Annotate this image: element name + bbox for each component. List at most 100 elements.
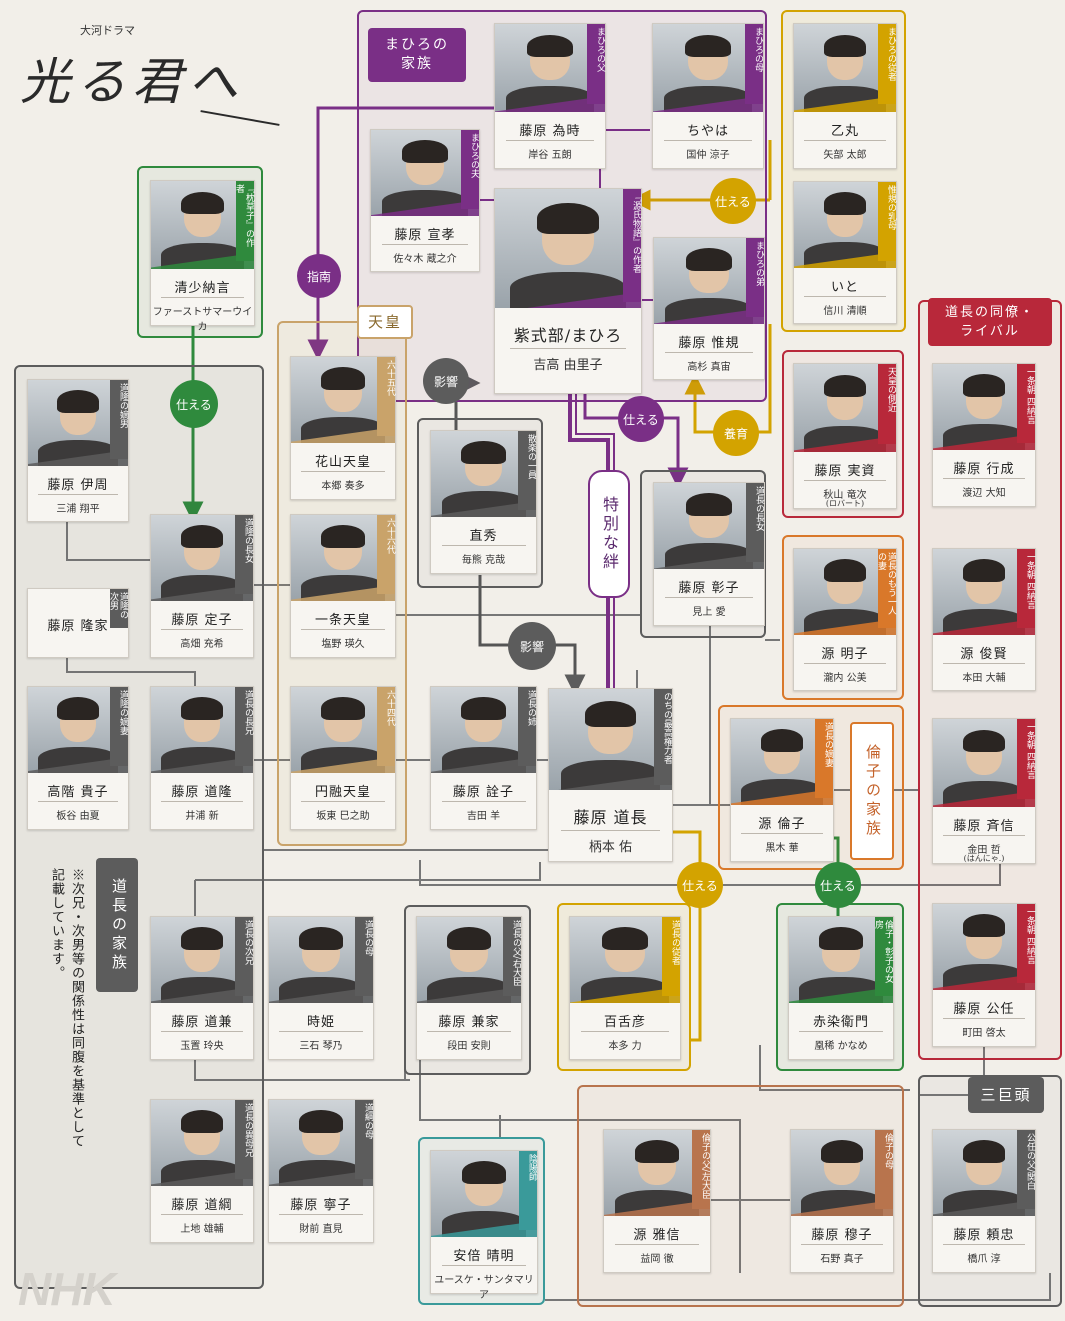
role-tag: のちの最高権力者: [654, 689, 672, 785]
portrait: [570, 917, 680, 1003]
character-card-bokushi: 藤原 穆子石野 真子倫子の母: [790, 1129, 894, 1273]
character-name: 藤原 定子: [171, 613, 233, 628]
actor-name: 町田 啓太: [962, 1028, 1006, 1039]
actor-name: 高杉 真宙: [687, 362, 731, 373]
character-card-kazan: 花山天皇本郷 奏多 六十五代: [290, 356, 396, 500]
character-name: 藤原 彰子: [678, 581, 740, 596]
role-tag: 六十五代: [377, 357, 395, 437]
actor-name: 三石 琴乃: [299, 1041, 343, 1052]
actor-name: 佐々木 蔵之介: [393, 254, 457, 265]
character-card-tadanobu: 藤原 斉信金田 哲(はんにゃ.)一条朝 四納言: [932, 718, 1036, 864]
role-tag: 道長の母: [355, 917, 373, 997]
character-card-otomaru: 乙丸矢部 太郎まひろの従者: [793, 23, 897, 169]
character-card-korechika: 藤原 伊周三浦 翔平 道隆の嫡男: [27, 379, 129, 522]
character-card-chiyaha: ちやは国仲 涼子まひろの母: [652, 23, 764, 169]
role-tag: 道綱の母: [355, 1100, 373, 1180]
character-name: 藤原 伊周: [47, 478, 109, 493]
group-label-rinshi-family: 倫子の家族: [850, 722, 894, 860]
nhk-logo: NHK: [18, 1263, 116, 1315]
family-line: [759, 1045, 910, 1091]
character-card-yukinari: 藤原 行成渡辺 大知一条朝 四納言: [932, 363, 1036, 507]
role-tag: 道隆の嫡妻: [110, 687, 128, 767]
character-card-nobunori: 藤原 惟規高杉 真宙まひろの弟: [653, 237, 765, 380]
role-tag: 倫子の父/左大臣: [692, 1130, 710, 1210]
character-name: 藤原 公任: [953, 1002, 1015, 1017]
character-name: 藤原 道兼: [171, 1015, 233, 1030]
family-line: [195, 862, 541, 881]
actor-name: 柄本 佑: [588, 840, 633, 855]
character-name: 藤原 寧子: [290, 1198, 352, 1213]
actor-name: 坂東 巳之助: [316, 811, 370, 822]
label-tsukaeru-momo: 仕える: [677, 862, 723, 908]
character-card-naohide: 直秀毎熊 克哉散楽の一員: [430, 430, 537, 574]
actor-name: 信川 清順: [823, 306, 867, 317]
character-card-tametoki: 藤原 為時岸谷 五朗まひろの父: [494, 23, 606, 169]
character-card-enyu: 円融天皇坂東 巳之助 六十四代: [290, 686, 396, 830]
actor-name: 玉置 玲央: [180, 1041, 224, 1052]
character-card-yoritada: 藤原 頼忠橋爪 淳公任の父/関白: [932, 1129, 1036, 1273]
role-tag: 六十六代: [377, 515, 395, 595]
role-tag: 道長の次兄: [235, 917, 253, 997]
character-card-shoshi: 藤原 彰子見上 愛道長の長女: [653, 482, 765, 626]
role-tag: 道長の嫡妻: [815, 719, 833, 799]
character-card-rinshi: 源 倫子黒木 華道長の嫡妻: [730, 718, 834, 862]
character-name: 赤染衛門: [812, 1015, 869, 1030]
portrait: [654, 238, 764, 324]
character-name: 花山天皇: [314, 455, 371, 470]
actor-name: 毎熊 克哉: [461, 555, 506, 566]
role-tag: 道長の長女: [746, 483, 764, 563]
role-tag: 道長の異母兄: [235, 1100, 253, 1180]
group-label-tenno: 天皇: [357, 305, 413, 339]
title-block: 大河ドラマ 光る君へ: [20, 22, 280, 142]
character-name: 円融天皇: [314, 785, 371, 800]
group-label-sankyoto: 三巨頭: [968, 1077, 1044, 1113]
character-name: 藤原 隆家: [47, 619, 109, 634]
group-label-michinaga-family: 道長の家族: [96, 858, 138, 992]
character-name: 藤原 道綱: [171, 1198, 233, 1213]
role-tag: 倫子の母: [875, 1130, 893, 1210]
character-name: 源 明子: [821, 647, 869, 662]
portrait: [549, 689, 672, 790]
character-name: 藤原 宣孝: [394, 228, 456, 243]
family-line: [419, 1045, 741, 1273]
character-card-ichijo: 一条天皇塩野 瑛久 六十六代: [290, 514, 396, 658]
role-tag: 道隆の次男: [108, 589, 128, 628]
character-name: 藤原 惟規: [678, 336, 740, 351]
actor-name: 本郷 奏多: [321, 481, 365, 492]
actor-note: (ロバート): [825, 499, 865, 508]
actor-name: 国仲 涼子: [686, 150, 730, 161]
character-card-seishonagon: 清少納言ファーストサマーウイカ 『枕草子』の作者: [150, 180, 255, 333]
title-pre: 大河ドラマ: [80, 24, 135, 37]
actor-name: 瀧内 公美: [823, 673, 867, 684]
character-name: 藤原 道隆: [171, 785, 233, 800]
actor-name: 上地 雄輔: [180, 1224, 224, 1235]
character-card-kaneie: 藤原 兼家段田 安則道長の父/右大臣: [416, 916, 522, 1060]
actor-name: 矢部 太郎: [823, 150, 867, 161]
actor-name: ファーストサマーウイカ: [152, 307, 253, 333]
character-name: 藤原 斉信: [953, 819, 1015, 834]
label-tsukaeru-sei: 仕える: [170, 380, 218, 428]
character-card-takaie: 藤原 隆家道隆の次男: [27, 588, 129, 658]
actor-name: 三浦 翔平: [56, 504, 100, 515]
label-tsukaeru-shoshi: 仕える: [618, 396, 664, 442]
role-tag: 『枕草子』の作者: [234, 181, 254, 262]
label-tsukaeru-akazome: 仕える: [815, 862, 861, 908]
character-name: 藤原 行成: [953, 462, 1015, 477]
actor-name: 本多 力: [608, 1041, 642, 1052]
actor-name: 井浦 新: [185, 811, 219, 822]
character-card-michitaka: 藤原 道隆井浦 新道長の長兄: [150, 686, 254, 830]
actor-name: 吉田 羊: [466, 811, 501, 822]
group-label-rivals: 道長の同僚・ライバル: [928, 298, 1052, 346]
character-card-takako: 高階 貴子板谷 由夏道隆の嫡妻: [27, 686, 129, 830]
actor-name: 渡辺 大知: [962, 488, 1006, 499]
role-tag: 道隆の嫡男: [110, 380, 128, 459]
role-tag: 六十四代: [377, 687, 395, 767]
actor-name: 黒木 華: [765, 843, 799, 854]
actor-name: 塩野 瑛久: [321, 639, 365, 650]
character-name: 清少納言: [174, 281, 231, 296]
character-name: 一条天皇: [314, 613, 371, 628]
family-line: [545, 1273, 1051, 1301]
portrait: [371, 130, 479, 216]
character-name: 藤原 為時: [519, 124, 581, 139]
character-name: 藤原 頼忠: [953, 1228, 1015, 1243]
